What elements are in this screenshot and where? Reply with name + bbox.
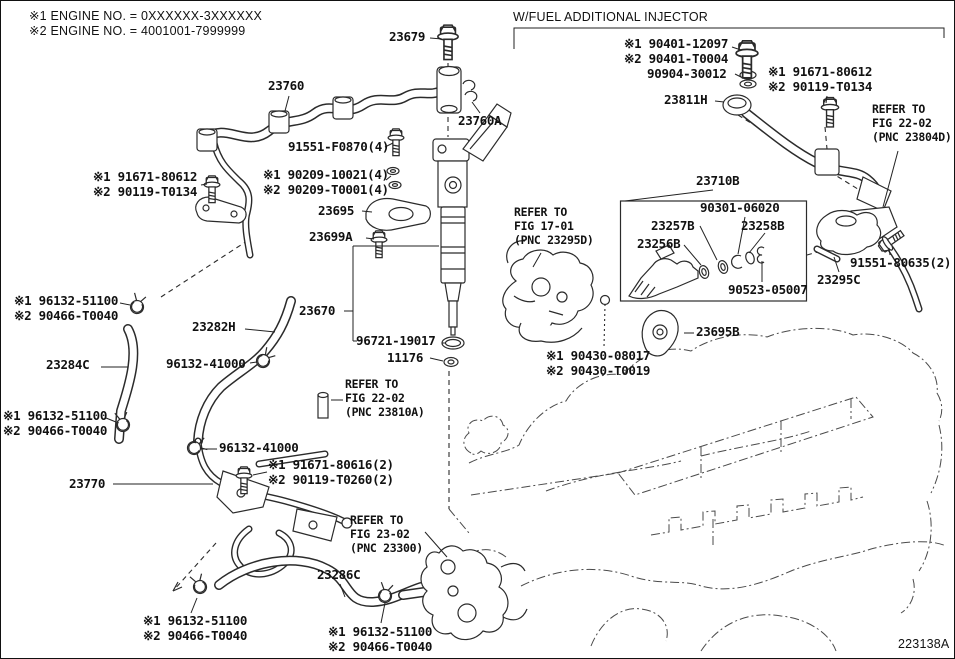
part-label-23760a: 23760A <box>458 113 502 128</box>
stub-23810a <box>317 391 329 419</box>
washers-90209 <box>386 166 402 190</box>
clamp-96132-a <box>128 292 148 316</box>
supply-pump <box>502 240 611 343</box>
refer-note-23804d: REFER TO FIG 22-02 (PNC 23804D) <box>872 102 952 144</box>
part-label-91551-80635: 91551-80635(2) <box>850 255 952 270</box>
injector-23670 <box>432 103 512 336</box>
bracket-left <box>195 196 247 224</box>
parts-box-23710b <box>619 200 808 302</box>
clip-23760a <box>462 79 481 114</box>
clamp-96132-c <box>188 571 209 596</box>
bolt-23699a <box>370 230 388 259</box>
part-label-clamp-c: ※1 96132-51100 ※2 90466-T0040 <box>143 613 248 643</box>
part-label-23770: 23770 <box>69 476 106 491</box>
part-label-23699a: 23699A <box>309 229 353 244</box>
part-label-91551-f0870: 91551-F0870(4) <box>288 139 390 154</box>
part-label-23695: 23695 <box>318 203 355 218</box>
part-label-23284c: 23284C <box>46 357 90 372</box>
section-title: W/FUEL ADDITIONAL INJECTOR <box>513 10 709 24</box>
part-label-23760: 23760 <box>268 78 305 93</box>
part-label-90301: 90301-06020 <box>700 200 780 215</box>
part-label-91671-80612-left: ※1 91671-80612 ※2 90119-T0134 <box>93 169 198 199</box>
bolt-23679 <box>437 24 459 61</box>
pipe-23770 <box>194 437 353 578</box>
part-label-23258b: 23258B <box>741 218 785 233</box>
hose-23284c <box>114 324 139 444</box>
refer-note-23810a: REFER TO FIG 22-02 (PNC 23810A) <box>345 377 425 419</box>
part-label-91671-80612-right: ※1 91671-80612 ※2 90119-T0134 <box>768 64 873 94</box>
drawing-number: 223138A <box>898 637 950 651</box>
part-label-90430: ※1 90430-08017 ※2 90430-T0019 <box>546 348 651 378</box>
part-label-90904: 90904-30012 <box>647 66 727 81</box>
refer-note-23300: REFER TO FIG 23-02 (PNC 23300) <box>350 513 423 555</box>
dashed-leaders <box>160 63 862 592</box>
engine-number-notes: ※1 ENGINE NO. = 0XXXXXX-3XXXXXX ※2 ENGIN… <box>29 9 263 38</box>
vacuum-pump <box>398 545 528 641</box>
hose-23286c <box>214 555 426 607</box>
part-label-23695b: 23695B <box>696 324 740 339</box>
fuel-rail-23811h <box>722 94 892 212</box>
bolt-91671-right <box>820 96 840 128</box>
part-label-23256b: 23256B <box>637 236 681 251</box>
o-ring-96721 <box>441 336 465 350</box>
part-label-91671-80616: ※1 91671-80616(2) ※2 90119-T0260(2) <box>268 457 394 487</box>
engine-block-outline <box>448 328 947 652</box>
part-label-clamp-d: ※1 96132-51100 ※2 90466-T0040 <box>328 624 433 654</box>
part-label-23295c: 23295C <box>817 272 861 287</box>
part-label-23282h: 23282H <box>192 319 236 334</box>
refer-note-23295d: REFER TO FIG 17-01 (PNC 23295D) <box>514 205 594 247</box>
part-label-23257b: 23257B <box>651 218 695 233</box>
fuel-pipe-23760 <box>196 65 462 259</box>
part-label-clamp-b: ※1 96132-51100 ※2 90466-T0040 <box>3 408 108 438</box>
part-label-11176: 11176 <box>387 350 424 365</box>
part-label-90401: ※1 90401-12097 ※2 90401-T0004 <box>624 36 729 66</box>
part-label-23811h: 23811H <box>664 92 708 107</box>
sensor-23695b <box>641 309 679 357</box>
part-label-90523: 90523-05007 <box>728 282 808 297</box>
part-label-96721: 96721-19017 <box>356 333 436 348</box>
leader-lines <box>101 27 945 624</box>
part-label-clamp-a: ※1 96132-51100 ※2 90466-T0040 <box>14 293 119 323</box>
hose-23282h <box>193 296 296 446</box>
part-label-23679: 23679 <box>389 29 426 44</box>
part-label-90209: ※1 90209-10021(4) ※2 90209-T0001(4) <box>263 167 389 197</box>
part-label-96132-41000-a: 96132-41000 <box>166 356 246 371</box>
washer-11176 <box>443 356 459 368</box>
part-label-23670: 23670 <box>299 303 336 318</box>
nozzle-seat-23695 <box>365 197 431 231</box>
part-label-96132-41000-b: 96132-41000 <box>219 440 299 455</box>
bolt-91551-f0870 <box>387 128 405 157</box>
part-label-23286c: 23286C <box>317 567 361 582</box>
injector-23295c <box>813 209 882 263</box>
part-label-23710b: 23710B <box>696 173 740 188</box>
